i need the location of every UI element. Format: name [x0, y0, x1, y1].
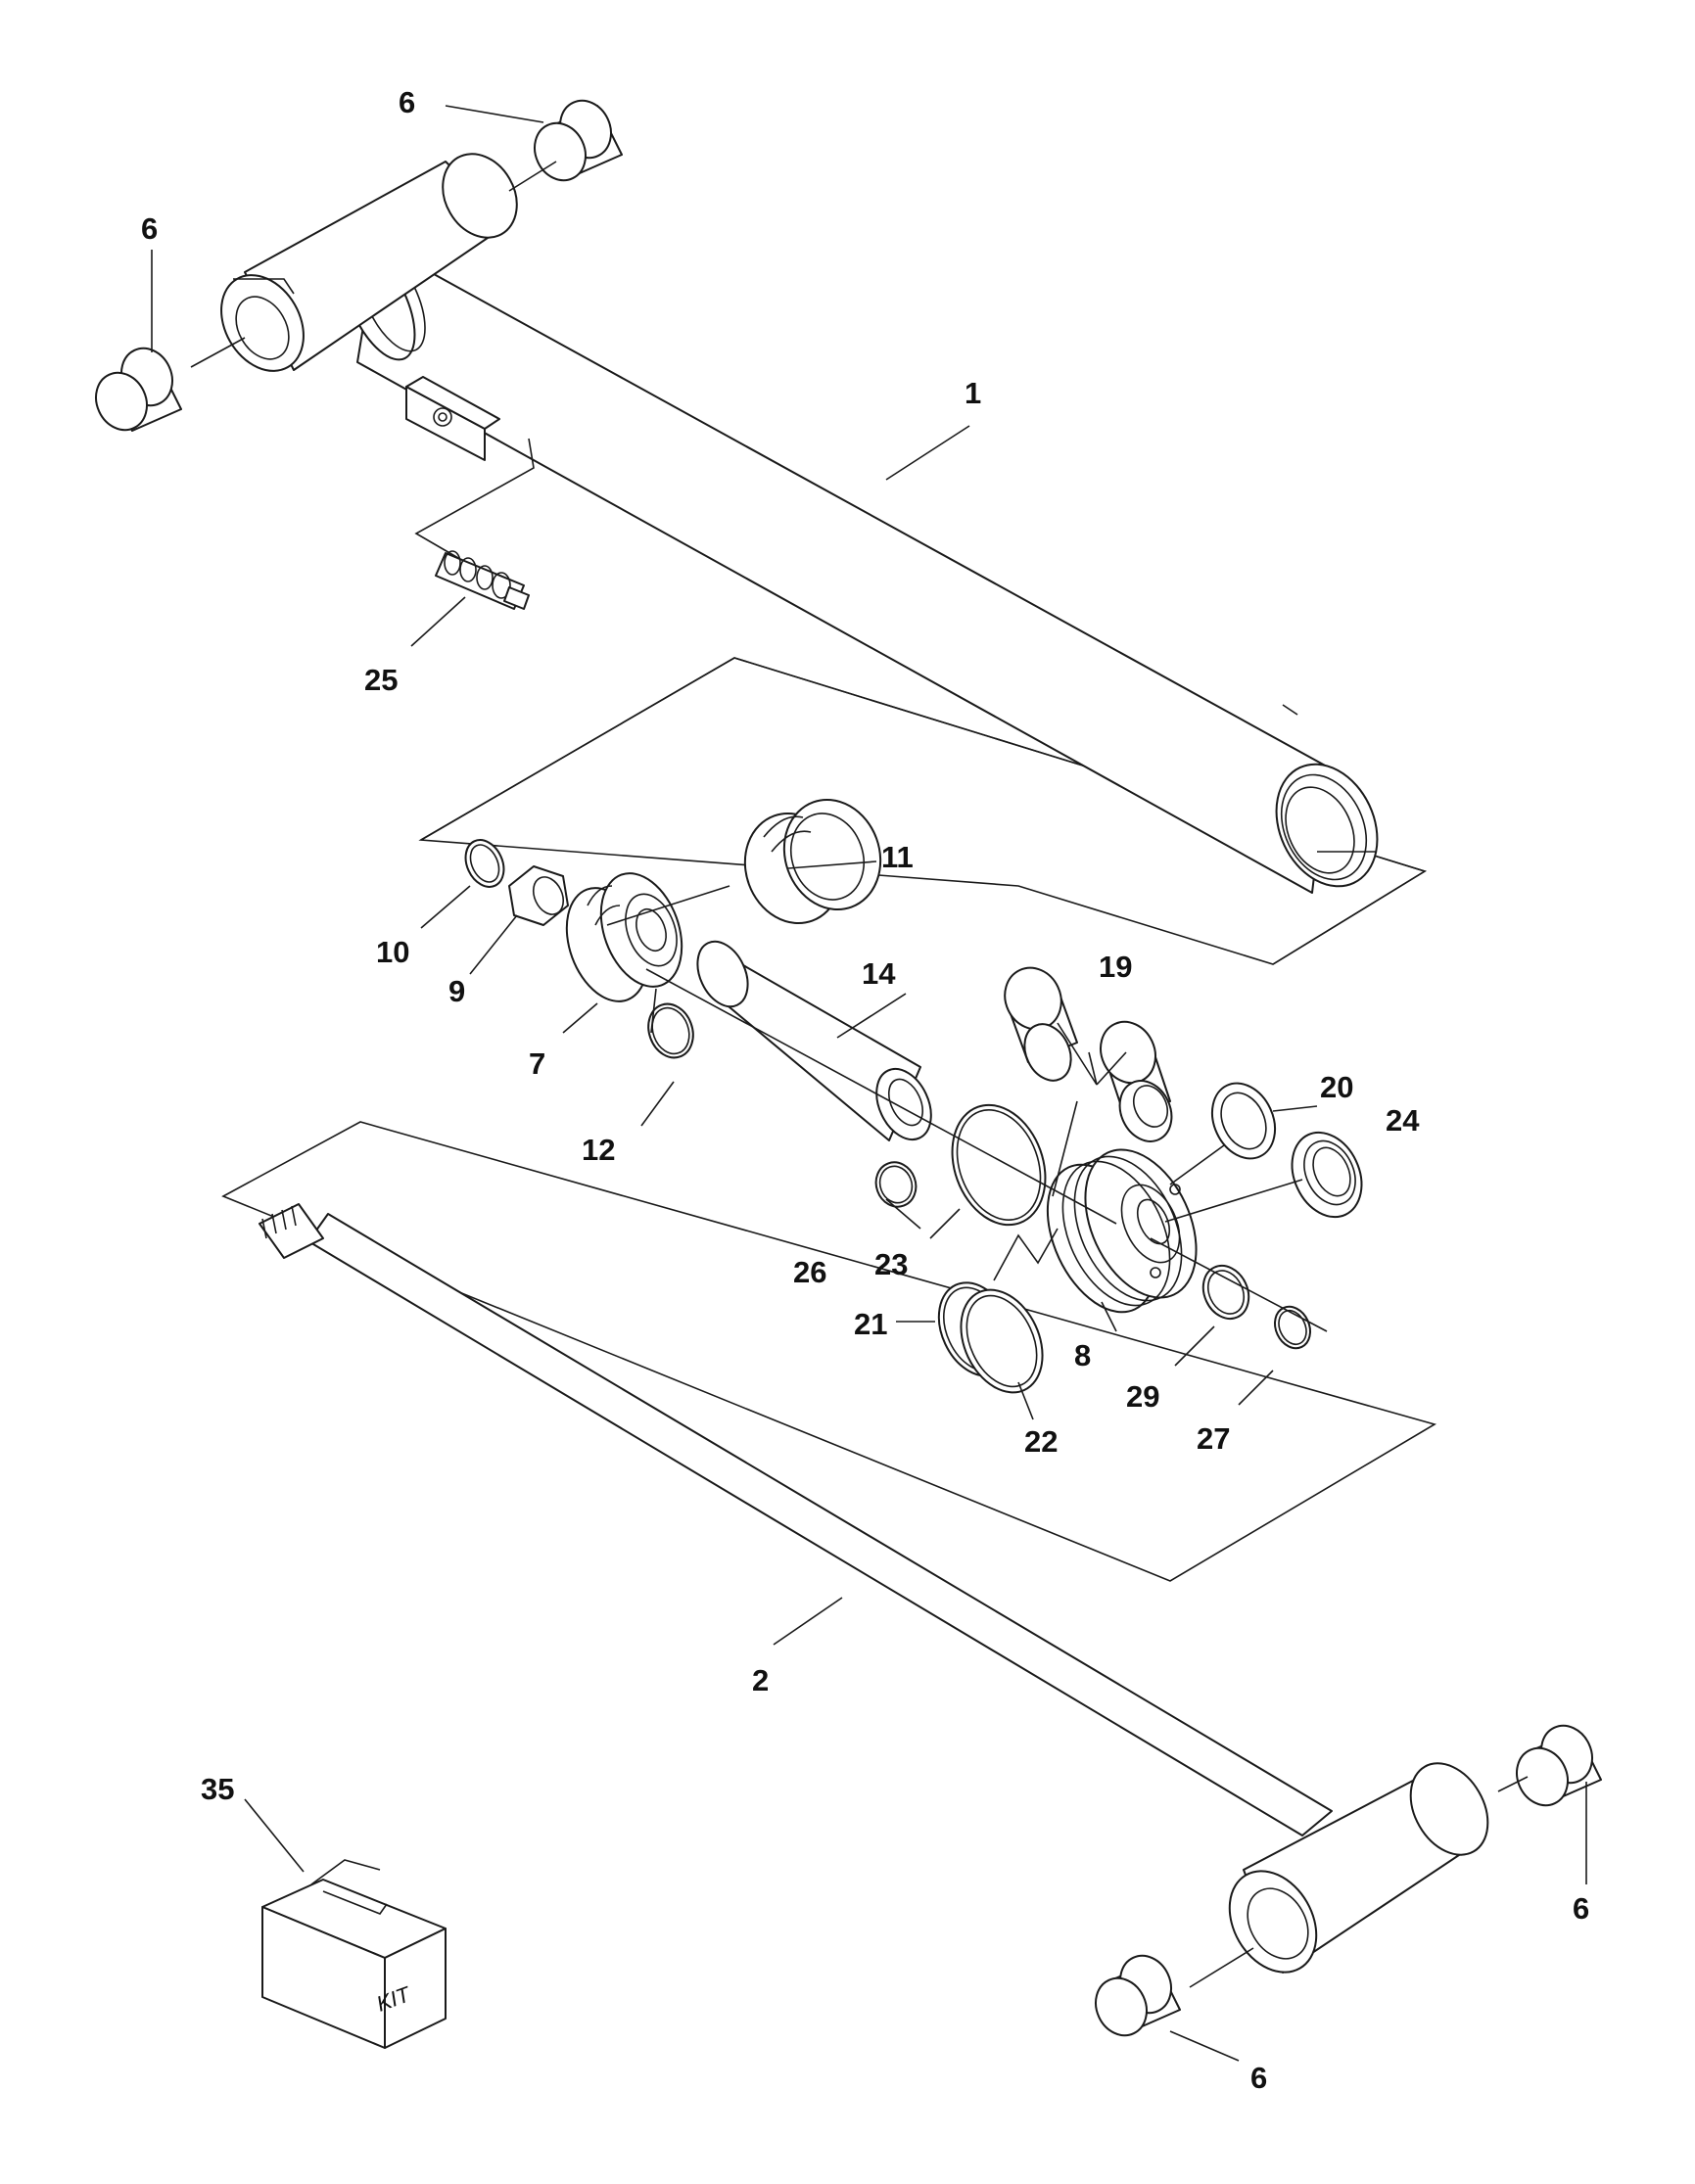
callout-8: 8 — [1074, 1338, 1091, 1372]
bushing-bottom-left — [1095, 1954, 1181, 2037]
callout-21: 21 — [854, 1307, 887, 1341]
relief-valve-fitting — [435, 550, 530, 610]
callout-9: 9 — [448, 974, 465, 1008]
callout-6-bottom-right: 6 — [1573, 1891, 1589, 1926]
callout-27: 27 — [1197, 1421, 1230, 1456]
leader-lines — [151, 105, 1587, 2062]
callout-12: 12 — [582, 1133, 615, 1167]
callout-22: 22 — [1024, 1424, 1058, 1459]
callout-24: 24 — [1386, 1103, 1420, 1138]
callout-19: 19 — [1099, 950, 1132, 984]
callout-35: 35 — [201, 1772, 234, 1806]
callout-26: 26 — [793, 1255, 826, 1289]
wiper-20 — [1210, 1082, 1277, 1160]
callout-numbers: 1 2 6 6 6 6 7 8 9 10 11 12 14 19 20 21 2… — [141, 85, 1589, 2095]
retaining-ring-29 — [1201, 1264, 1250, 1321]
seal-kit-box: KIT — [261, 1859, 447, 2049]
retaining-ring-10 — [464, 839, 505, 888]
callout-1: 1 — [965, 376, 981, 410]
backup-ring-23 — [951, 1103, 1047, 1227]
callout-29: 29 — [1126, 1379, 1159, 1414]
piston-7 — [565, 872, 683, 1002]
o-ring-27 — [1274, 1305, 1311, 1350]
callout-6-top-left: 6 — [141, 211, 158, 246]
o-ring-26 — [874, 1161, 918, 1208]
callout-7: 7 — [529, 1046, 545, 1081]
callout-20: 20 — [1320, 1070, 1353, 1104]
bearings-19 — [1004, 966, 1173, 1142]
callout-6-bottom-left: 6 — [1250, 2061, 1267, 2095]
piston-rod — [259, 1203, 1489, 1974]
lock-nut-9 — [508, 865, 569, 926]
callout-2: 2 — [752, 1663, 769, 1697]
spacer-tube-14 — [696, 940, 932, 1141]
bushing-top-left — [95, 347, 182, 432]
cylinder-barrel — [220, 153, 1379, 894]
bushing-bottom-right — [1516, 1724, 1602, 1807]
callout-23: 23 — [874, 1247, 908, 1281]
callout-14: 14 — [862, 956, 896, 991]
lower-parts-bracket — [221, 1121, 1437, 1582]
callout-11: 11 — [881, 840, 914, 874]
bushing-top-right — [534, 99, 623, 182]
head-gland-8 — [1046, 1148, 1198, 1314]
callout-10: 10 — [376, 935, 409, 969]
seal-24 — [1291, 1131, 1363, 1219]
callout-25: 25 — [364, 663, 398, 697]
rod-seal-22 — [960, 1288, 1044, 1394]
o-ring-12 — [647, 1002, 694, 1059]
callout-6-top-right: 6 — [399, 85, 415, 119]
